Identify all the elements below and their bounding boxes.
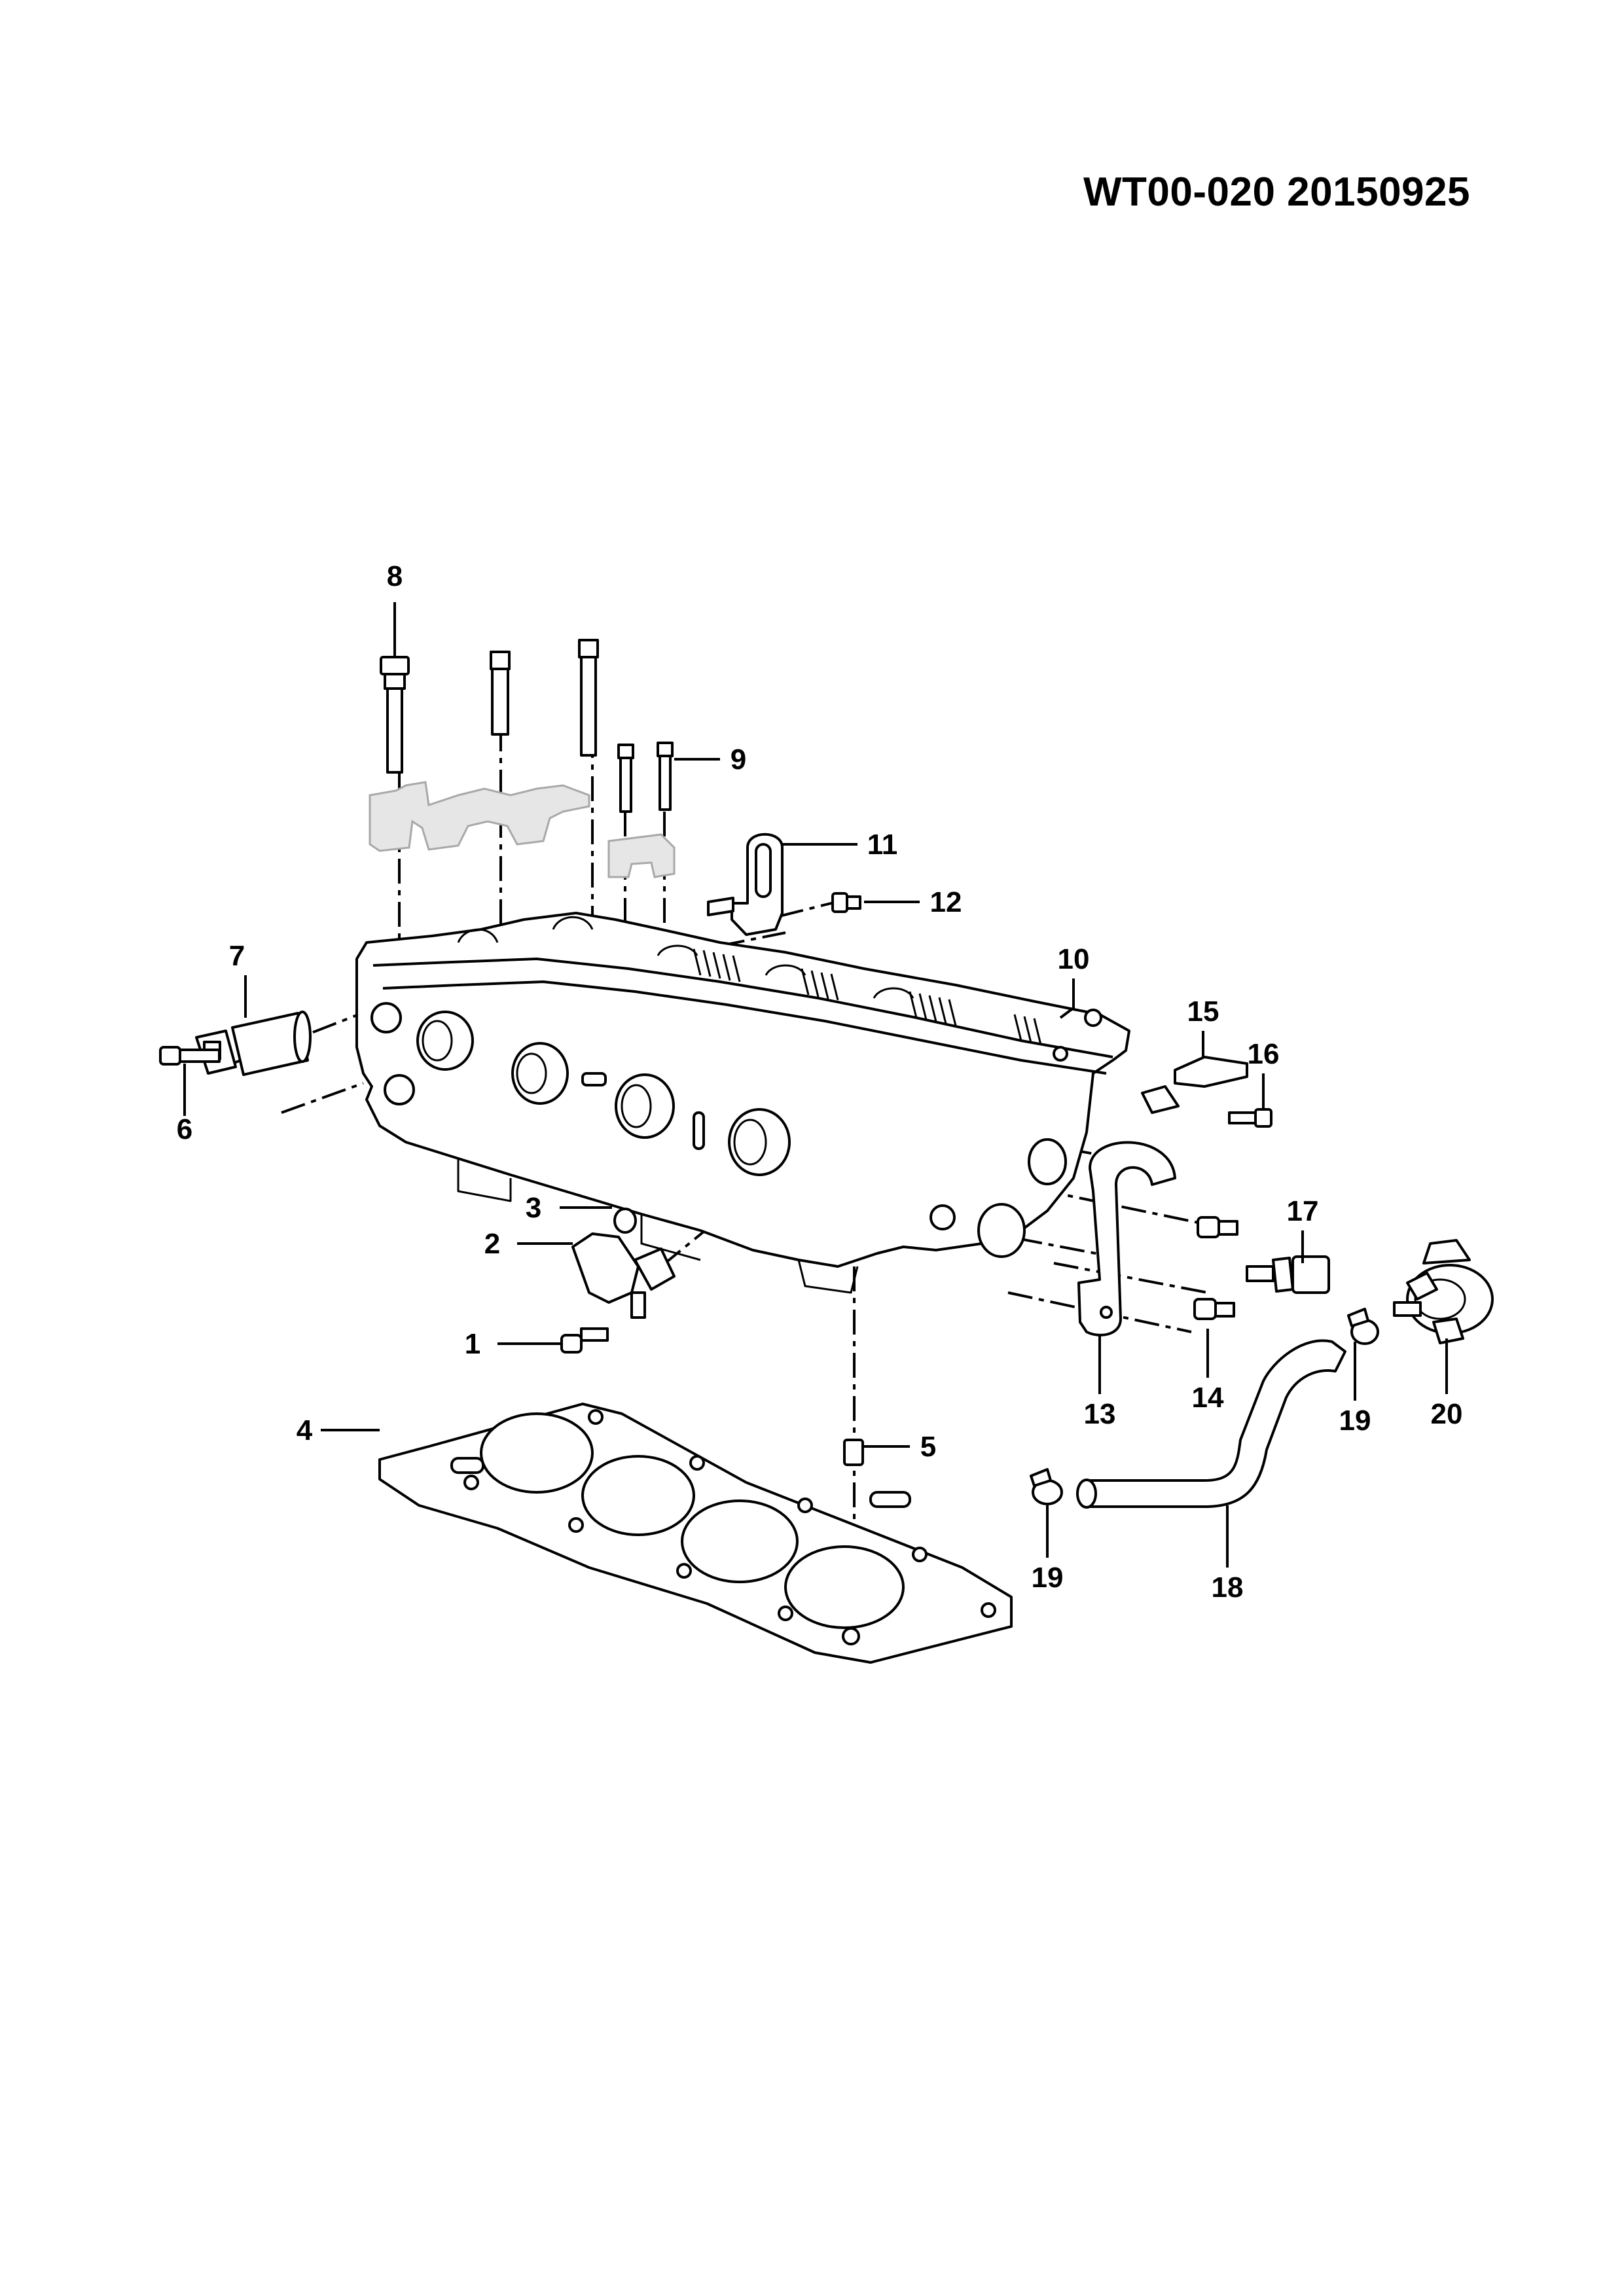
callout-17: 17 [1287, 1195, 1319, 1227]
hose-clamp-19-right [1347, 1308, 1379, 1345]
o-ring-3 [613, 1208, 637, 1234]
callout-15: 15 [1187, 996, 1219, 1028]
callout-5: 5 [920, 1431, 936, 1463]
callout-7: 7 [229, 940, 245, 972]
callout-6: 6 [177, 1113, 192, 1145]
oil-control-valve-7 [195, 1011, 312, 1076]
callout-8: 8 [387, 560, 403, 592]
temperature-sensor-17 [1246, 1255, 1330, 1294]
camshaft-bearing-cap [369, 781, 676, 878]
head-bolt-8 [380, 639, 599, 774]
callout-labels: 1 2 3 4 5 6 7 8 9 10 11 12 13 14 15 16 1… [177, 560, 1463, 1604]
callout-19b: 19 [1339, 1405, 1371, 1437]
callout-20: 20 [1431, 1398, 1463, 1430]
callout-12: 12 [930, 886, 962, 918]
camshaft-sensor-2 [571, 1232, 676, 1319]
dowel-pin-5 [843, 1439, 864, 1466]
hose-18 [1076, 1339, 1346, 1509]
hose-clamp-19-left [1030, 1468, 1063, 1505]
callout-10: 10 [1058, 943, 1090, 975]
head-gasket-4 [378, 1403, 1013, 1664]
callout-2: 2 [484, 1228, 500, 1260]
callout-4: 4 [297, 1414, 313, 1446]
bolt-12 [831, 892, 861, 913]
cylinder-head-10 [355, 912, 1130, 1294]
callout-13: 13 [1084, 1398, 1116, 1430]
bracket-13 [1077, 1141, 1176, 1336]
callout-3: 3 [526, 1192, 541, 1224]
callout-16: 16 [1248, 1038, 1280, 1070]
callout-11: 11 [867, 829, 898, 861]
lifting-bracket-11 [707, 833, 784, 936]
bolt-14 [1193, 1216, 1238, 1320]
bolt-16 [1228, 1108, 1272, 1128]
bolt-1 [560, 1327, 609, 1354]
leader-lines [183, 602, 1448, 1568]
callout-14: 14 [1192, 1382, 1224, 1414]
callout-18: 18 [1212, 1571, 1244, 1604]
valve-20 [1393, 1239, 1494, 1344]
clip-15 [1141, 1056, 1248, 1114]
bolt-9 [617, 742, 674, 813]
callout-9: 9 [731, 744, 746, 776]
callout-1: 1 [465, 1328, 480, 1360]
callout-19a: 19 [1032, 1562, 1064, 1594]
diagram-title: WT00-020 20150925 [1083, 170, 1471, 215]
bolt-6 [159, 1046, 221, 1066]
